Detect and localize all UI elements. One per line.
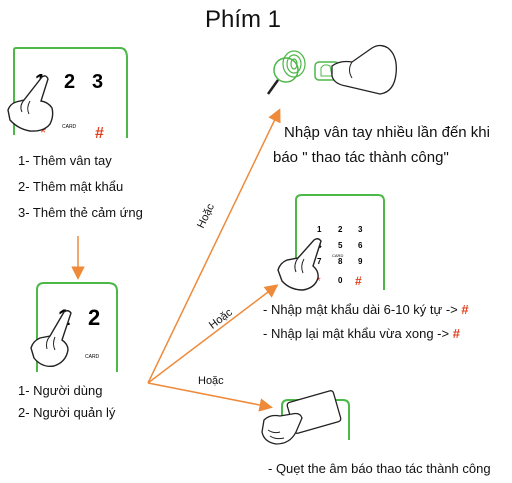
arrow-to-keypad <box>147 284 279 384</box>
key-star: * <box>40 125 46 142</box>
key-2: 2 <box>338 225 343 234</box>
hand-icon <box>30 310 72 368</box>
key-9: 9 <box>358 257 363 266</box>
branch-label-card: Hoặc <box>198 375 224 387</box>
key-5: 5 <box>338 241 343 250</box>
card-tap-icon <box>261 390 350 445</box>
finger-icon <box>331 44 397 95</box>
arrow-to-card <box>147 382 273 412</box>
step2-option-1: 1- Người dùng <box>18 383 103 398</box>
card-instruction: - Quẹt the âm báo thao tác thành công <box>268 461 491 476</box>
key-8: 8 <box>338 257 343 266</box>
hand-icon <box>261 412 303 445</box>
key-2: 2 <box>64 71 75 93</box>
keypad-panel-main: 1 2 3 * CARD # <box>7 47 128 142</box>
key-hash: # <box>95 125 104 142</box>
arrow-to-fingerprint <box>147 108 281 384</box>
key-3: 3 <box>358 225 363 234</box>
password-instruction-line1: - Nhập mật khẩu dài 6-10 ký tự -> # <box>263 302 469 317</box>
card-label: CARD <box>332 253 343 258</box>
key-hash: # <box>355 274 362 288</box>
key-star: * <box>316 274 321 288</box>
key-2: 2 <box>88 305 100 330</box>
keypad-panel-second: 1 2 CARD <box>30 282 118 372</box>
hand-icon <box>7 75 54 132</box>
fingerprint-scanner-icon <box>266 44 397 95</box>
key-1: 1 <box>317 225 322 234</box>
step2-option-2: 2- Người quản lý <box>18 405 116 420</box>
key-3: 3 <box>92 71 103 93</box>
password-instruction-line2: - Nhập lại mật khẩu vừa xong -> # <box>263 326 460 341</box>
card-label: CARD <box>62 124 77 130</box>
fingerprint-instruction-line2: báo " thao tác thành công" <box>273 149 449 166</box>
key-0: 0 <box>338 276 343 285</box>
key-6: 6 <box>358 241 363 250</box>
keypad-panel-full: 1 2 3 4 5 6 7 8 9 0 * # CARD <box>277 194 385 291</box>
hand-icon <box>277 238 322 291</box>
fingerprint-instruction-line1: Nhập vân tay nhiều lần đến khi <box>284 124 490 141</box>
key-7: 7 <box>317 257 322 266</box>
step1-option-2: 2- Thêm mật khẩu <box>18 179 124 194</box>
card-label: CARD <box>85 354 100 360</box>
step1-option-1: 1- Thêm vân tay <box>18 153 112 168</box>
step1-option-3: 3- Thêm thẻ cảm ứng <box>18 205 143 220</box>
page-title: Phím 1 <box>205 6 282 33</box>
